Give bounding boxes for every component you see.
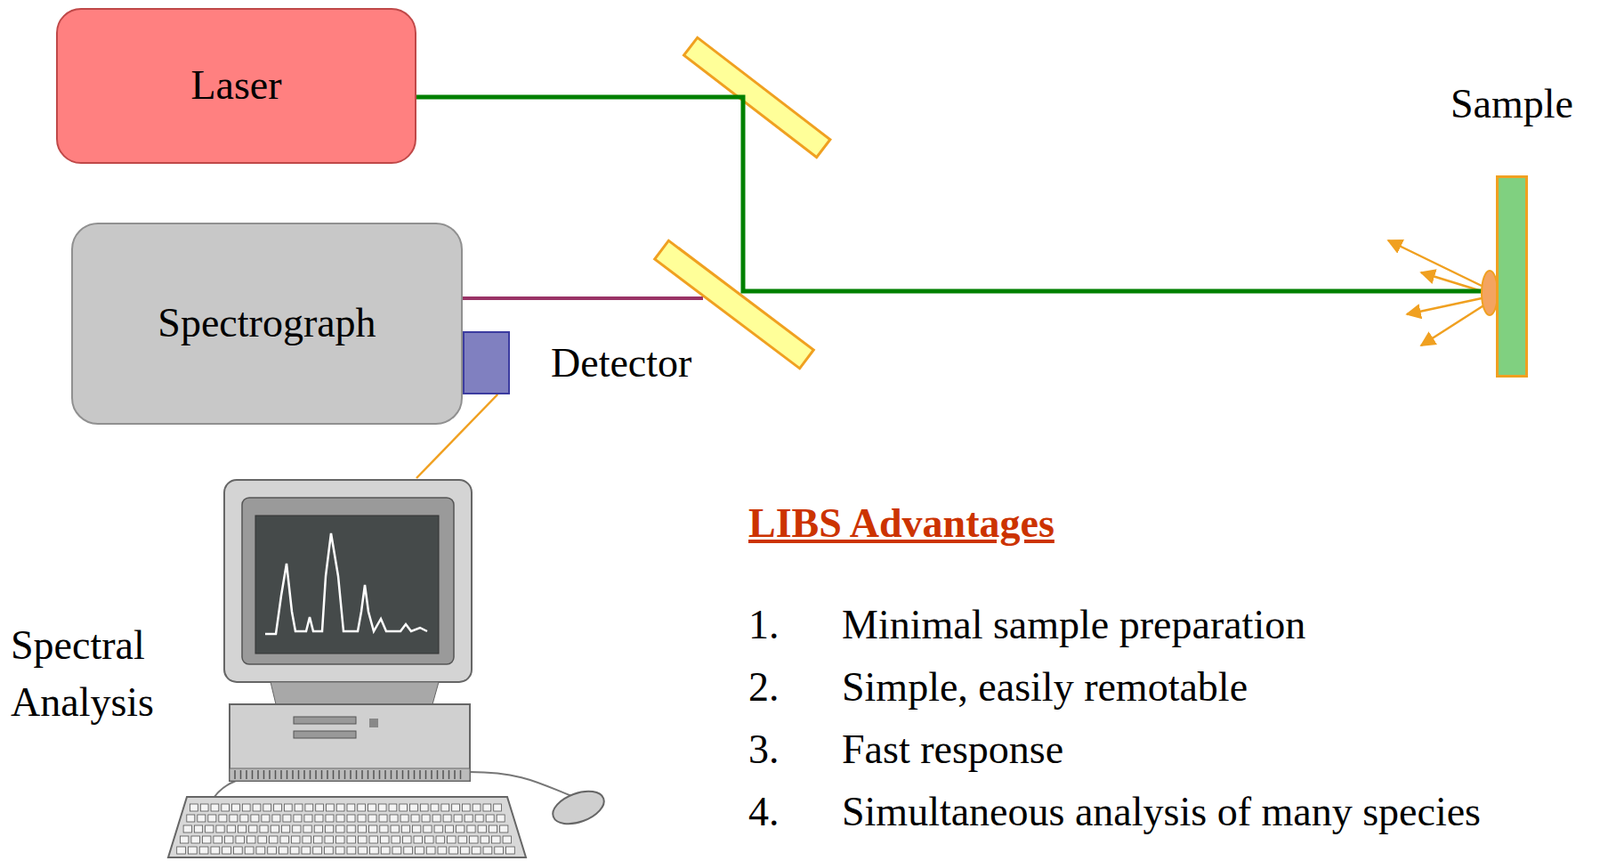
list-number: 4. — [748, 786, 780, 836]
node-label: Spectral Analysis — [10, 616, 203, 731]
laser-box: Laser — [56, 8, 417, 164]
spectrograph-box: Spectrograph — [71, 222, 463, 425]
list-item: Simple, easily remotable — [841, 662, 1248, 712]
node-label: Sample — [1450, 80, 1574, 129]
detector-box: Detector — [462, 331, 510, 395]
list-heading: LIBS Advantages — [748, 498, 1055, 548]
sample-plate: Sample — [1495, 175, 1528, 378]
list-item: Simultaneous analysis of many species — [841, 786, 1481, 836]
node-label: Spectrograph — [157, 299, 376, 348]
computer-illustration — [8, 477, 607, 858]
list-number: 1. — [748, 599, 780, 649]
list-number: 3. — [748, 724, 780, 774]
list-number: 2. — [748, 662, 780, 712]
list-item: Fast response — [841, 724, 1064, 774]
collection-path — [462, 296, 704, 300]
list-item: Minimal sample preparation — [841, 599, 1306, 649]
node-label: Laser — [190, 62, 282, 110]
computer: Spectral Analysis — [8, 477, 607, 858]
node-label: Detector — [550, 339, 692, 387]
laser-beam — [416, 96, 1496, 291]
